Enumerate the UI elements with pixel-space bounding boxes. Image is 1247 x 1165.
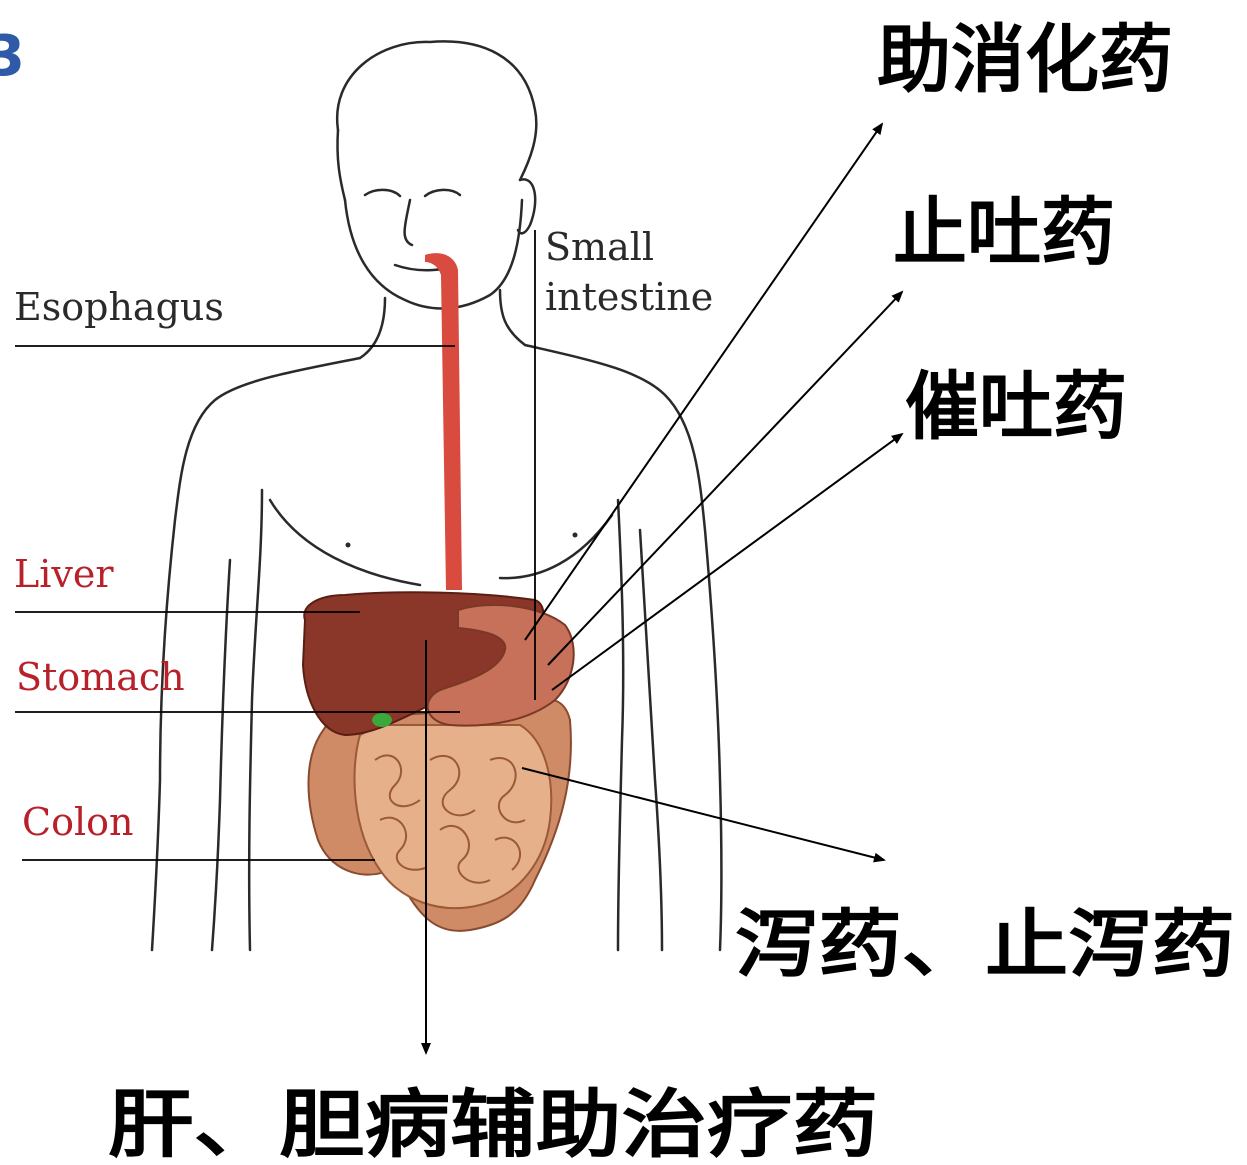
digestive-aid-arrow (525, 124, 882, 640)
organs (303, 253, 574, 931)
partial-slide-number: 3 (0, 24, 25, 89)
liver-gallbladder-label: 肝、胆病辅助治疗药 (108, 1082, 878, 1165)
esophagus (425, 253, 462, 590)
antiemetic-arrow (548, 292, 902, 665)
drug-labels: 助消化药 止吐药 催吐药 泻药、止泻药 肝、胆病辅助治疗药 (108, 17, 1235, 1165)
digestive-aid-label: 助消化药 (877, 17, 1173, 103)
gallbladder (372, 713, 392, 727)
emetic-arrow (552, 434, 902, 690)
antiemetic-label: 止吐药 (893, 190, 1115, 276)
stomach-label: Stomach (16, 655, 185, 699)
laxative-antidiarrheal-label: 泻药、止泻药 (735, 902, 1235, 988)
liver-label: Liver (14, 552, 114, 596)
small-intestine-label-line2: intestine (545, 275, 713, 319)
colon-label: Colon (22, 800, 133, 844)
small-intestine-label-line1: Small (545, 225, 654, 269)
esophagus-label: Esophagus (14, 285, 224, 329)
emetic-label: 催吐药 (905, 364, 1127, 450)
small-intestine (355, 725, 552, 908)
laxative-arrow (522, 768, 884, 860)
